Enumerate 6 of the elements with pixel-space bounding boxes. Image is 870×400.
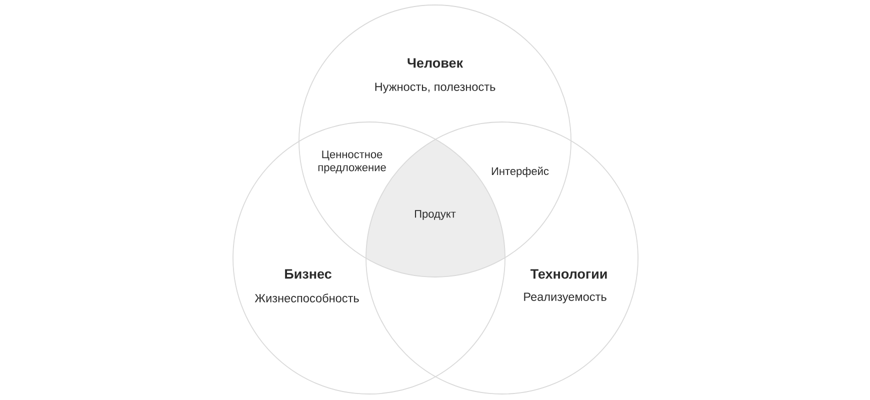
circle-title: Бизнес xyxy=(285,269,332,279)
circle-subtitle: Реализуемость xyxy=(524,292,606,304)
circle-title: Человек xyxy=(408,58,464,68)
circle-subtitle: Нужность, полезность xyxy=(375,82,496,94)
circle-subtitle: Жизнеспособность xyxy=(254,294,359,302)
circle-title: Технологии xyxy=(530,269,607,279)
